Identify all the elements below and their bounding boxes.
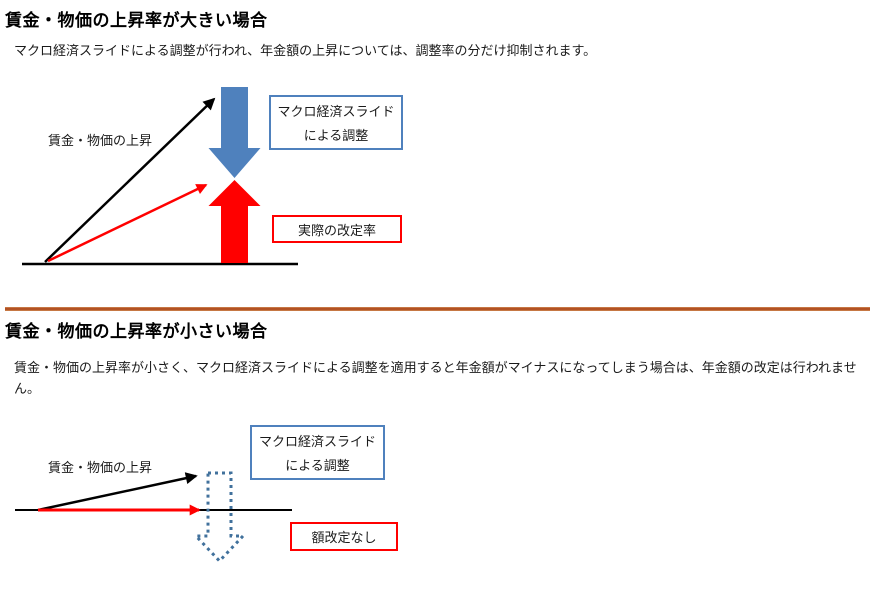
- diagram1-actual-rate-label: 実際の改定率: [297, 223, 376, 239]
- diagram1-adjustment-box-line2: による調整: [303, 128, 369, 144]
- diagram1-wage-price-rise-arrow: [44, 97, 216, 263]
- diagram2-no-revision-dotted-arrow: [192, 471, 247, 564]
- diagram1-rise-label: 賃金・物価の上昇: [48, 134, 153, 149]
- diagram2-wage-price-rise-arrow: [37, 472, 198, 512]
- diagram2-macro-slide-adjustment-box: マクロ経済スライド による調整: [250, 425, 385, 480]
- section2-title: 賃金・物価の上昇率が小さい場合: [5, 322, 268, 342]
- diagram1-actual-rate-box: 実際の改定率: [272, 215, 402, 243]
- section2-description: 賃金・物価の上昇率が小さく、マクロ経済スライドによる調整を適用すると年金額がマイ…: [14, 361, 857, 398]
- section1-title: 賃金・物価の上昇率が大きい場合: [5, 11, 268, 31]
- diagram1-macro-slide-down-arrow: [208, 87, 261, 178]
- diagram2-no-revision-label: 額改定なし: [311, 531, 377, 546]
- section1-description: マクロ経済スライドによる調整が行われ、年金額の上昇については、調整率の分だけ抑制…: [14, 44, 597, 59]
- section-divider: [5, 307, 870, 311]
- diagram2-adjustment-box-line1: マクロ経済スライド: [258, 435, 376, 451]
- diagram2-adjustment-box-line2: による調整: [285, 458, 350, 474]
- diagram2-rise-label: 賃金・物価の上昇: [48, 461, 153, 476]
- diagram1-macro-slide-adjustment-box: マクロ経済スライド による調整: [269, 95, 403, 150]
- diagram1-actual-rate-up-arrow: [208, 180, 261, 263]
- diagram1-actual-revision-arrow: [47, 183, 208, 263]
- diagram1-adjustment-box-line1: マクロ経済スライド: [277, 105, 395, 121]
- diagram2-no-revision-box: 額改定なし: [290, 522, 398, 551]
